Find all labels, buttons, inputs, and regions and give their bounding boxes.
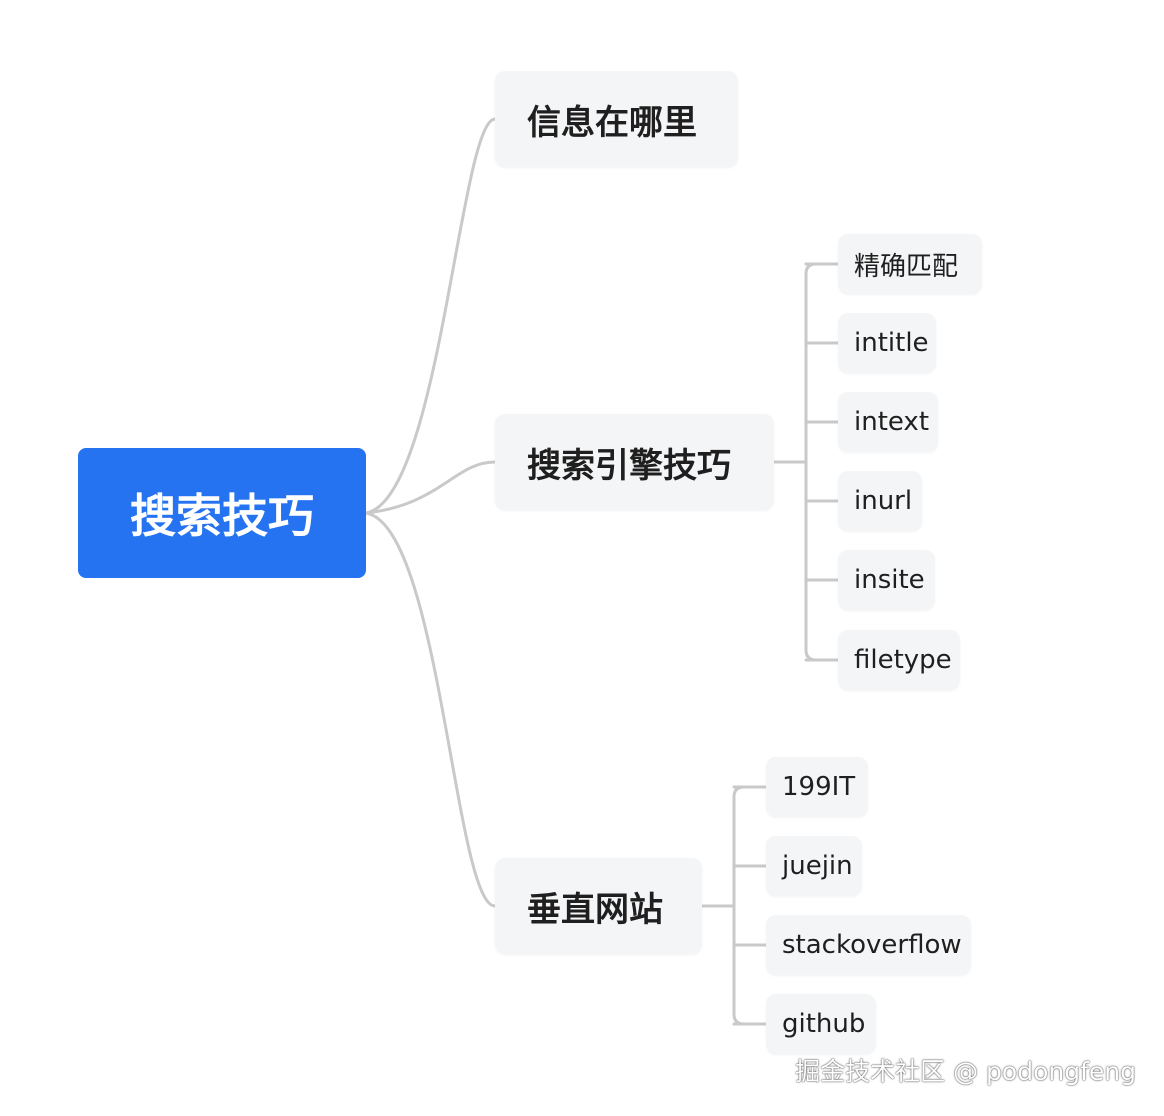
leaf-node-exact-match[interactable]: 精确匹配 xyxy=(838,234,982,294)
connector-branch-2-spine xyxy=(804,262,818,662)
connector-root-to-branch-3 xyxy=(364,511,497,908)
branch-node-search-engine-tips[interactable]: 搜索引擎技巧 xyxy=(495,414,774,510)
leaf-node-stackoverflow[interactable]: stackoverflow xyxy=(766,915,971,975)
connector-root-to-branch-1 xyxy=(364,117,497,515)
leaf-node-juejin[interactable]: juejin xyxy=(766,836,862,896)
leaf-node-github[interactable]: github xyxy=(766,994,876,1054)
leaf-node-intitle[interactable]: intitle xyxy=(838,313,936,373)
leaf-node-intext[interactable]: intext xyxy=(838,392,938,452)
leaf-node-inurl[interactable]: inurl xyxy=(838,471,922,531)
leaf-node-filetype[interactable]: filetype xyxy=(838,630,960,690)
branch-node-where-info[interactable]: 信息在哪里 xyxy=(495,71,738,167)
root-node[interactable]: 搜索技巧 xyxy=(78,448,366,578)
watermark-text: 掘金技术社区 @ podongfeng xyxy=(795,1057,1136,1086)
leaf-node-199it[interactable]: 199IT xyxy=(766,757,868,817)
leaf-node-insite[interactable]: insite xyxy=(838,550,935,610)
connector-branch-3-spine xyxy=(732,785,746,1026)
branch-node-vertical-sites[interactable]: 垂直网站 xyxy=(495,858,702,954)
connector-root-to-branch-2 xyxy=(364,460,497,515)
